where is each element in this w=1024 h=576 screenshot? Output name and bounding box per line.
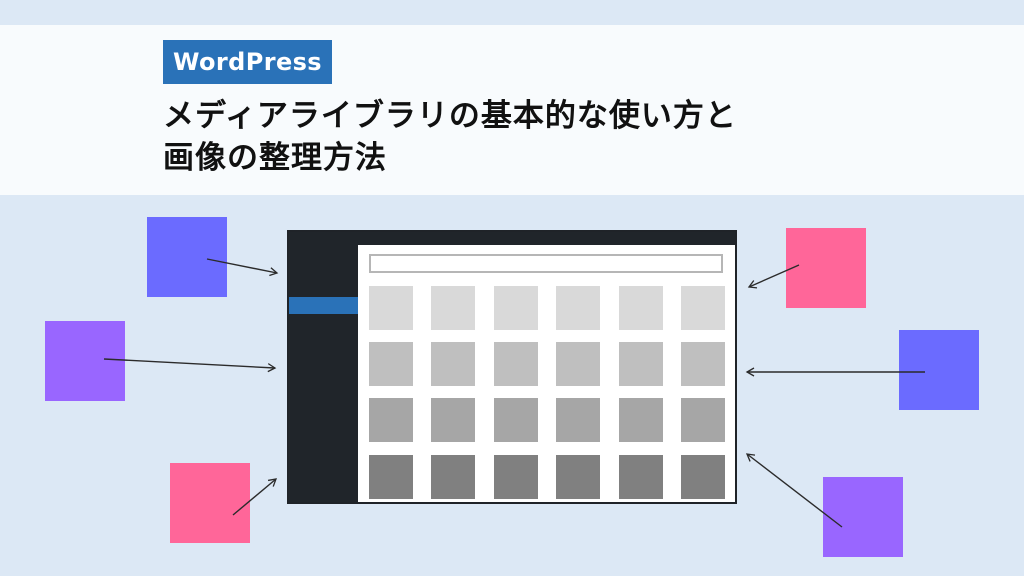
media-thumbnail bbox=[493, 454, 538, 499]
media-thumbnail bbox=[680, 342, 725, 387]
media-thumbnail bbox=[556, 342, 601, 387]
media-thumbnail bbox=[618, 286, 663, 330]
media-thumbnail bbox=[680, 398, 725, 443]
page-title: メディアライブラリの基本的な使い方と 画像の整理方法 bbox=[163, 95, 923, 179]
media-thumbnail bbox=[680, 454, 725, 499]
callout-square-blue-left bbox=[147, 217, 227, 297]
mockup-top-bar bbox=[289, 232, 735, 245]
title-line-2: 画像の整理方法 bbox=[163, 140, 387, 176]
media-thumbnail bbox=[369, 454, 413, 499]
media-thumbnail bbox=[493, 286, 538, 330]
media-thumbnail bbox=[556, 286, 601, 330]
title-line-1: メディアライブラリの基本的な使い方と bbox=[163, 98, 737, 134]
media-thumbnail bbox=[369, 286, 413, 330]
media-thumbnail bbox=[431, 398, 476, 443]
arrow-left-middle bbox=[103, 358, 277, 373]
callout-square-purple-right bbox=[823, 477, 903, 557]
media-thumbnail bbox=[369, 342, 413, 387]
media-thumbnail bbox=[493, 342, 538, 387]
mockup-admin-sidebar bbox=[289, 245, 358, 502]
category-tag: WordPress bbox=[163, 40, 332, 84]
media-thumbnail bbox=[431, 454, 476, 499]
media-thumbnail bbox=[618, 398, 663, 443]
media-thumbnail bbox=[369, 398, 413, 443]
media-thumbnail bbox=[493, 398, 538, 443]
media-thumbnail bbox=[431, 286, 476, 330]
media-thumbnail bbox=[680, 286, 725, 330]
callout-square-pink-left bbox=[170, 463, 250, 543]
media-thumbnail bbox=[618, 342, 663, 387]
mockup-search-bar bbox=[369, 254, 723, 273]
callout-square-pink-right bbox=[786, 228, 866, 308]
callout-square-blue-right bbox=[899, 330, 979, 410]
media-library-mockup bbox=[287, 230, 737, 504]
callout-square-purple-left bbox=[45, 321, 125, 401]
media-thumbnail bbox=[556, 398, 601, 443]
media-thumbnail bbox=[556, 454, 601, 499]
media-thumbnail bbox=[618, 454, 663, 499]
mockup-sidebar-active-item bbox=[289, 297, 358, 314]
media-thumbnail bbox=[431, 342, 476, 387]
mockup-media-grid bbox=[369, 286, 725, 499]
